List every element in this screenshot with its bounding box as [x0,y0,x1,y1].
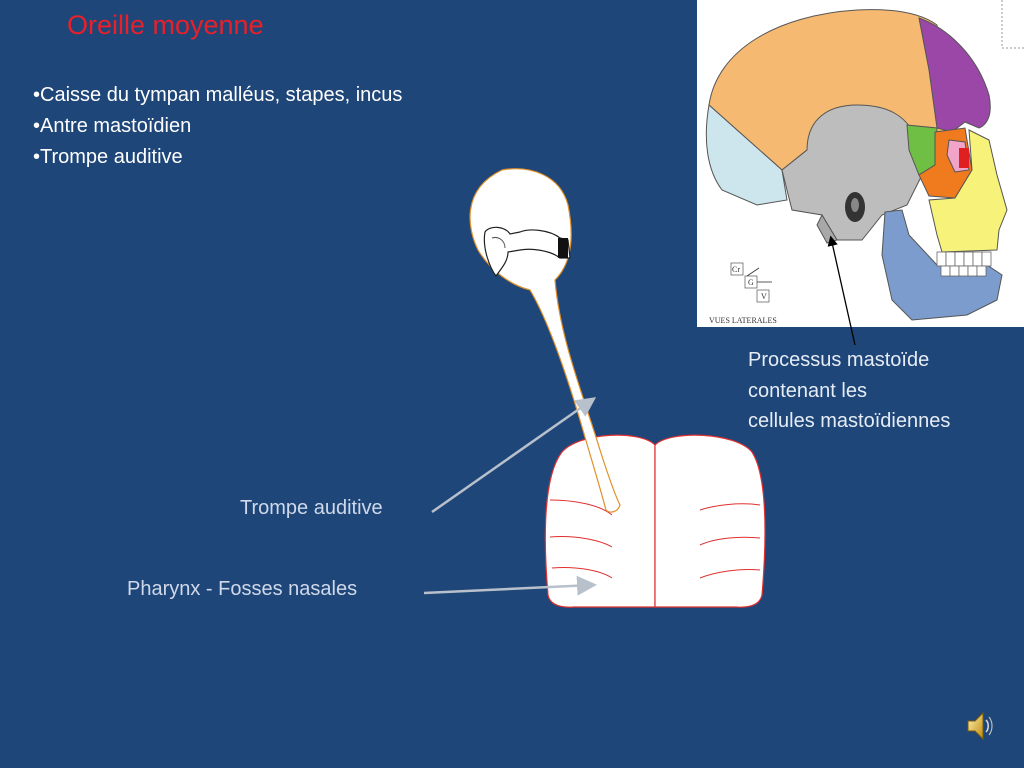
bullet-list: Caisse du tympan malléus, stapes, incus … [33,80,402,173]
label-processus-mastoide: Processus mastoïde contenant les cellule… [748,345,950,437]
axis-cr-label: Cr [732,265,740,274]
lacrimal-bone [959,148,969,168]
axis-v-label: V [761,292,767,301]
pharynx-nasal-cavities [544,434,766,608]
label-line: contenant les [748,379,867,402]
stapes-footplate [558,238,568,258]
label-line: Processus mastoïde [748,349,930,371]
bullet-item: Caisse du tympan malléus, stapes, incus [33,80,402,111]
axis-g-label: G [748,278,754,287]
trompe-pointer-arrow [431,397,597,514]
occipital-bone [705,104,788,206]
slide-title: Oreille moyenne [67,10,264,40]
maxilla [928,129,1008,253]
mastoid-pointer-arrow [827,235,856,346]
dashed-frame [1001,0,1024,49]
auditory-tube-drawing [469,168,621,513]
speaker-icon[interactable] [966,710,994,742]
meatus-highlight [851,198,859,212]
label-line: cellules mastoïdiennes [748,410,951,432]
orientation-legend: Cr G V VUES LATERALES [709,262,777,325]
label-trompe-auditive: Trompe auditive [240,497,383,519]
skull-caption: VUES LATERALES [709,316,777,325]
bullet-item: Trompe auditive [33,142,402,173]
skull-lateral-view: Cr G V VUES LATERALES [697,0,1024,327]
frontal-bone [918,17,991,133]
teeth [936,251,992,277]
label-pharynx: Pharynx - Fosses nasales [127,578,358,600]
pharynx-pointer-arrow [423,575,597,596]
bullet-item: Antre mastoïdien [33,111,402,142]
